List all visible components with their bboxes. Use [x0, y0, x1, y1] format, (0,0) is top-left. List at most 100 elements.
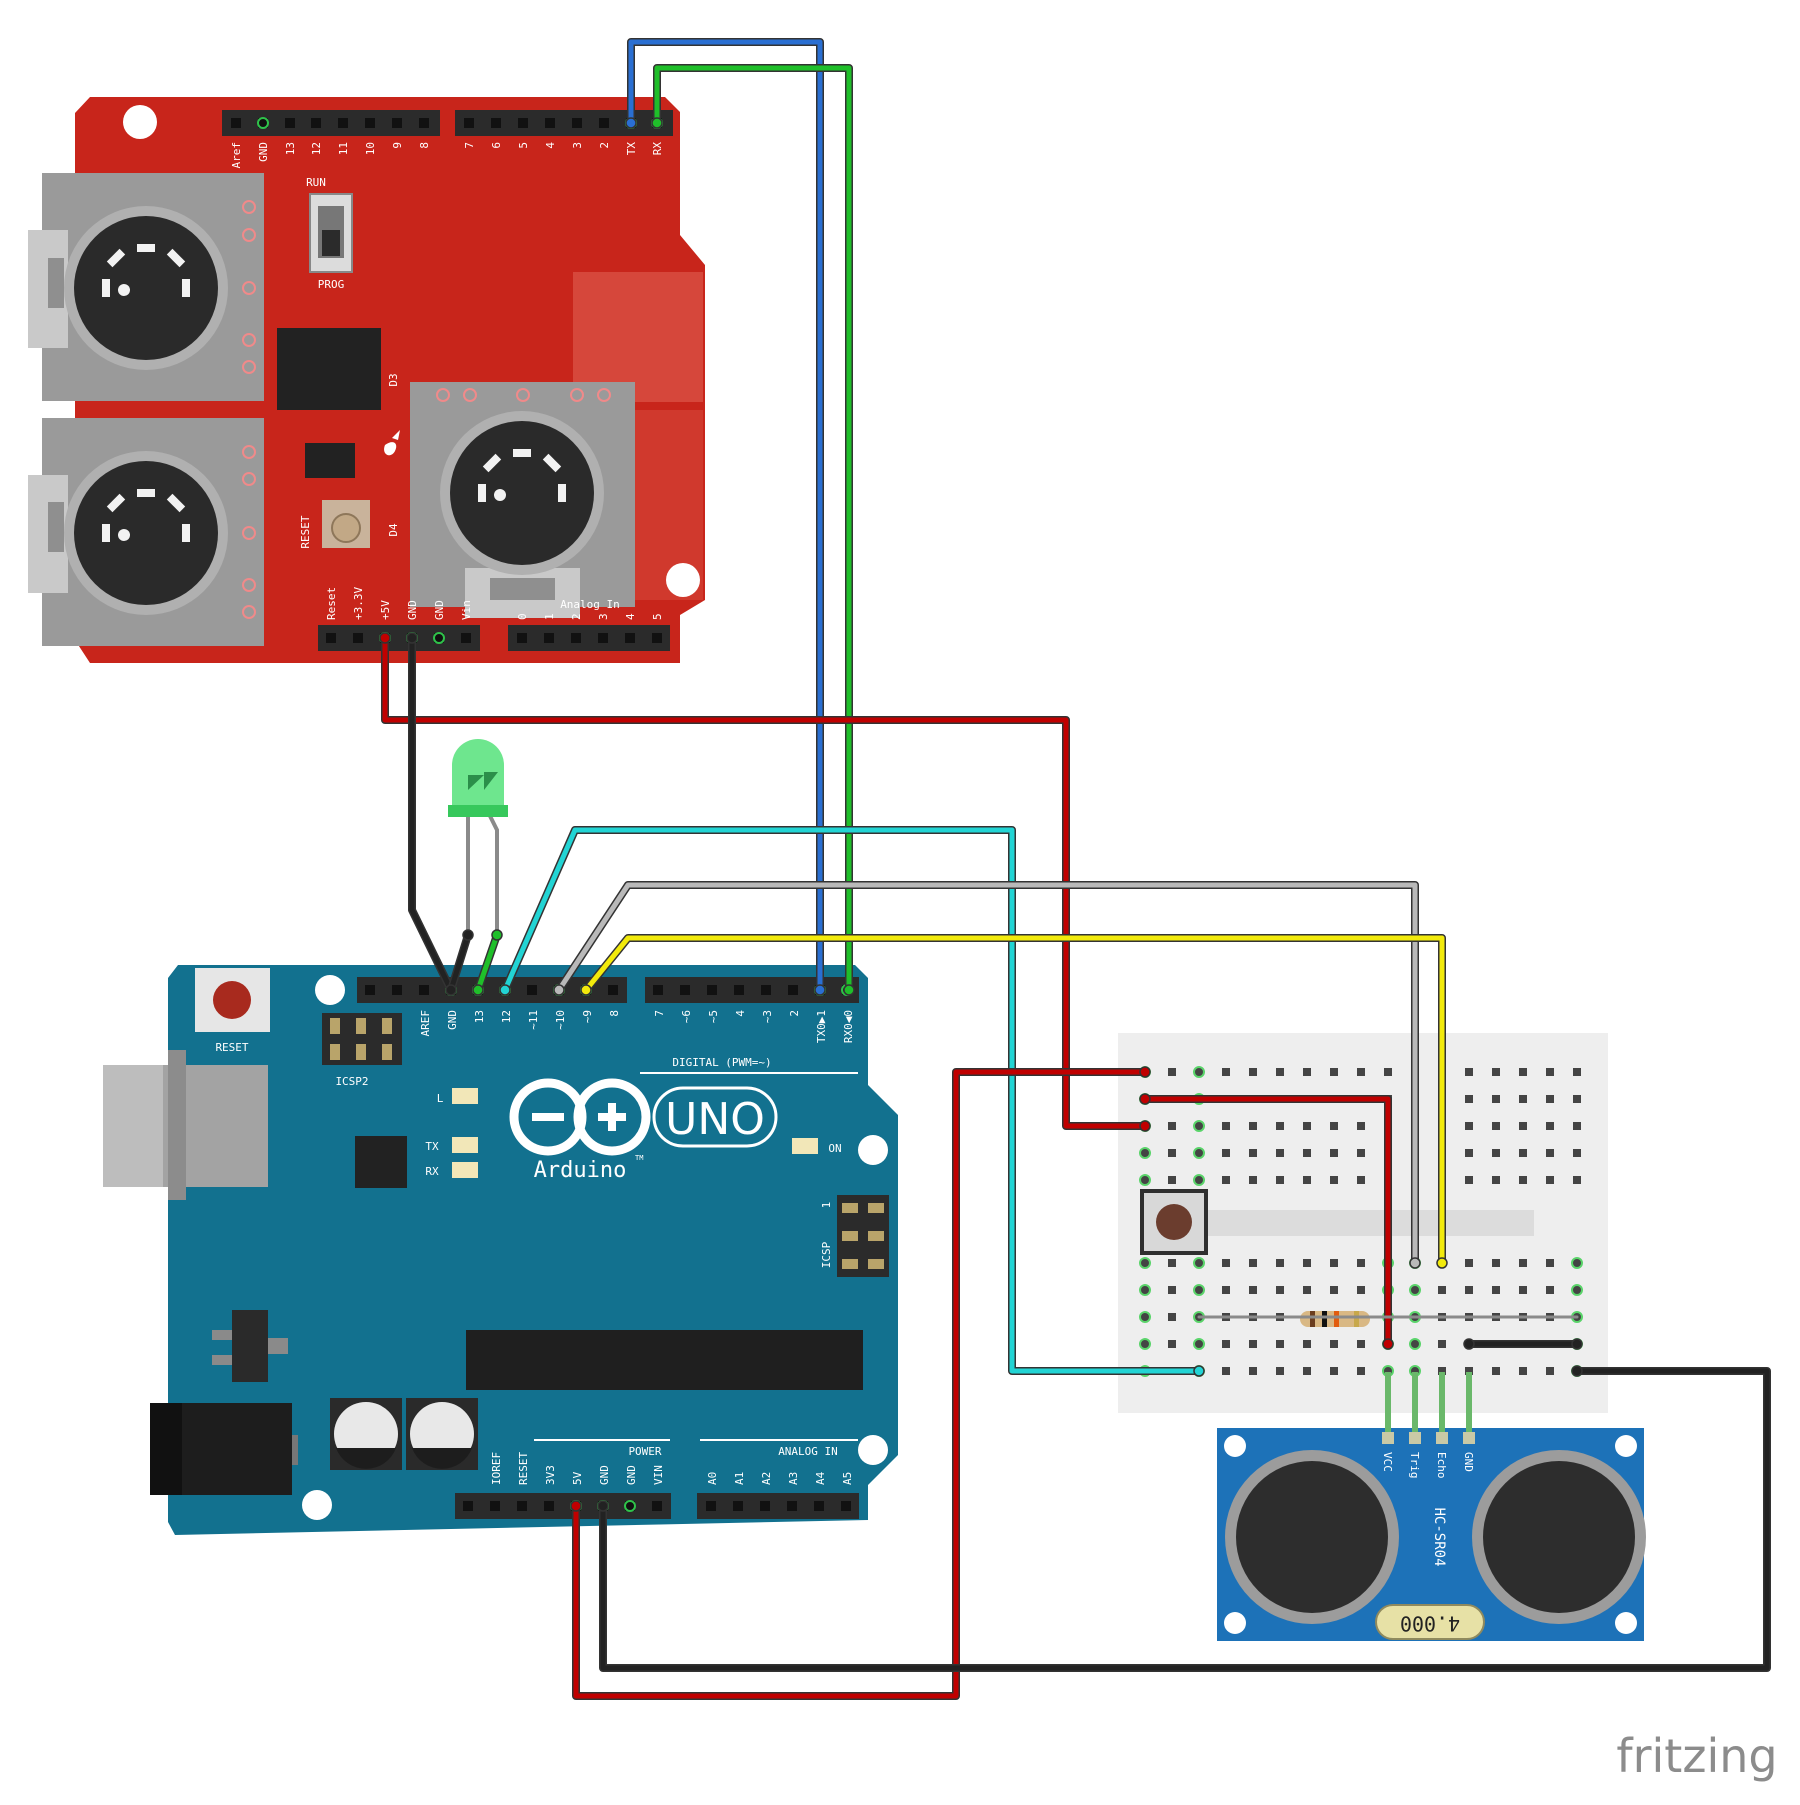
breadboard-hole[interactable] — [1303, 1122, 1311, 1130]
breadboard-hole[interactable] — [1195, 1122, 1203, 1130]
breadboard-hole[interactable] — [1357, 1149, 1365, 1157]
breadboard-hole[interactable] — [1573, 1176, 1581, 1184]
shield-analog-pin[interactable] — [544, 633, 554, 643]
breadboard-hole[interactable] — [1492, 1286, 1500, 1294]
breadboard-hole[interactable] — [1492, 1149, 1500, 1157]
shield-top-pin[interactable] — [572, 118, 582, 128]
wire-led-anode[interactable] — [475, 932, 500, 993]
breadboard-hole[interactable] — [1168, 1340, 1176, 1348]
breadboard-hole[interactable] — [1249, 1286, 1257, 1294]
breadboard-hole[interactable] — [1465, 1149, 1473, 1157]
breadboard-hole[interactable] — [1168, 1122, 1176, 1130]
breadboard-hole[interactable] — [1573, 1122, 1581, 1130]
shield-top-pin[interactable] — [545, 118, 555, 128]
breadboard-hole[interactable] — [1573, 1259, 1581, 1267]
breadboard-hole[interactable] — [1276, 1149, 1284, 1157]
shield-power-pin[interactable] — [461, 633, 471, 643]
shield-top-pin[interactable] — [599, 118, 609, 128]
icsp-pin[interactable] — [842, 1259, 858, 1269]
uno-analog-pin[interactable] — [787, 1501, 797, 1511]
breadboard-hole[interactable] — [1411, 1286, 1419, 1294]
sensor-pin[interactable] — [1409, 1432, 1421, 1444]
sensor-pin[interactable] — [1382, 1432, 1394, 1444]
shield-analog-pin[interactable] — [625, 633, 635, 643]
breadboard-hole[interactable] — [1168, 1259, 1176, 1267]
breadboard-hole[interactable] — [1276, 1367, 1284, 1375]
shield-top-pin[interactable] — [258, 118, 268, 128]
breadboard-hole[interactable] — [1222, 1176, 1230, 1184]
shield-top-pin[interactable] — [311, 118, 321, 128]
uno-analog-pin[interactable] — [706, 1501, 716, 1511]
sensor-pin[interactable] — [1436, 1432, 1448, 1444]
wire-uno-5v-red[interactable] — [573, 1069, 1148, 1699]
icsp-pin[interactable] — [868, 1259, 884, 1269]
uno-analog-pin[interactable] — [760, 1501, 770, 1511]
shield-analog-pin[interactable] — [571, 633, 581, 643]
breadboard-hole[interactable] — [1519, 1068, 1527, 1076]
shield-top-pin[interactable] — [491, 118, 501, 128]
breadboard-hole[interactable] — [1519, 1176, 1527, 1184]
breadboard-hole[interactable] — [1438, 1286, 1446, 1294]
breadboard-hole[interactable] — [1465, 1122, 1473, 1130]
breadboard-hole[interactable] — [1438, 1367, 1446, 1375]
breadboard-hole[interactable] — [1168, 1176, 1176, 1184]
breadboard-hole[interactable] — [1492, 1176, 1500, 1184]
icsp2-pin[interactable] — [382, 1018, 392, 1034]
wire-led-cathode[interactable] — [448, 932, 471, 993]
shield-analog-pin[interactable] — [517, 633, 527, 643]
breadboard-hole[interactable] — [1357, 1286, 1365, 1294]
midi-jack-1[interactable] — [28, 173, 264, 401]
uno-digital-pin[interactable] — [419, 985, 429, 995]
shield-analog-pin[interactable] — [598, 633, 608, 643]
breadboard-hole[interactable] — [1492, 1122, 1500, 1130]
breadboard-hole[interactable] — [1465, 1259, 1473, 1267]
uno-power-pin[interactable] — [625, 1501, 635, 1511]
breadboard-hole[interactable] — [1249, 1367, 1257, 1375]
breadboard-hole[interactable] — [1330, 1286, 1338, 1294]
breadboard-hole[interactable] — [1492, 1068, 1500, 1076]
shield-top-pin[interactable] — [464, 118, 474, 128]
shield-top-pin[interactable] — [285, 118, 295, 128]
breadboard-hole[interactable] — [1330, 1122, 1338, 1130]
breadboard-hole[interactable] — [1411, 1340, 1419, 1348]
breadboard-hole[interactable] — [1276, 1122, 1284, 1130]
wire-trig-gray[interactable] — [556, 882, 1418, 1266]
uno-digital-pin[interactable] — [392, 985, 402, 995]
breadboard-hole[interactable] — [1384, 1068, 1392, 1076]
breadboard-hole[interactable] — [1141, 1259, 1149, 1267]
breadboard-hole[interactable] — [1303, 1176, 1311, 1184]
wire-gnd-black[interactable] — [409, 635, 454, 993]
breadboard-hole[interactable] — [1249, 1259, 1257, 1267]
breadboard-hole[interactable] — [1519, 1259, 1527, 1267]
breadboard-hole[interactable] — [1519, 1149, 1527, 1157]
breadboard-hole[interactable] — [1276, 1068, 1284, 1076]
shield-top-pin[interactable] — [338, 118, 348, 128]
breadboard-hole[interactable] — [1492, 1367, 1500, 1375]
breadboard-hole[interactable] — [1465, 1068, 1473, 1076]
wire-uno-gnd-black[interactable] — [600, 1368, 1770, 1671]
breadboard-hole[interactable] — [1546, 1095, 1554, 1103]
midi-jack-3[interactable] — [410, 382, 635, 618]
breadboard-hole[interactable] — [1330, 1068, 1338, 1076]
breadboard-hole[interactable] — [1195, 1286, 1203, 1294]
uno-digital-pin[interactable] — [734, 985, 744, 995]
uno-digital-pin[interactable] — [653, 985, 663, 995]
breadboard-hole[interactable] — [1276, 1286, 1284, 1294]
icsp-pin[interactable] — [842, 1203, 858, 1213]
breadboard-hole[interactable] — [1330, 1149, 1338, 1157]
uno-power-pin[interactable] — [517, 1501, 527, 1511]
breadboard-hole[interactable] — [1303, 1259, 1311, 1267]
breadboard-hole[interactable] — [1303, 1286, 1311, 1294]
breadboard-hole[interactable] — [1168, 1313, 1176, 1321]
breadboard-hole[interactable] — [1546, 1286, 1554, 1294]
breadboard-hole[interactable] — [1330, 1340, 1338, 1348]
midi-jack-2[interactable] — [28, 418, 264, 646]
push-button[interactable] — [1140, 1189, 1208, 1255]
breadboard-hole[interactable] — [1168, 1286, 1176, 1294]
icsp2-pin[interactable] — [330, 1018, 340, 1034]
breadboard-hole[interactable] — [1249, 1122, 1257, 1130]
breadboard-hole[interactable] — [1303, 1149, 1311, 1157]
icsp2-pin[interactable] — [330, 1044, 340, 1060]
breadboard-hole[interactable] — [1465, 1367, 1473, 1375]
breadboard-hole[interactable] — [1546, 1149, 1554, 1157]
